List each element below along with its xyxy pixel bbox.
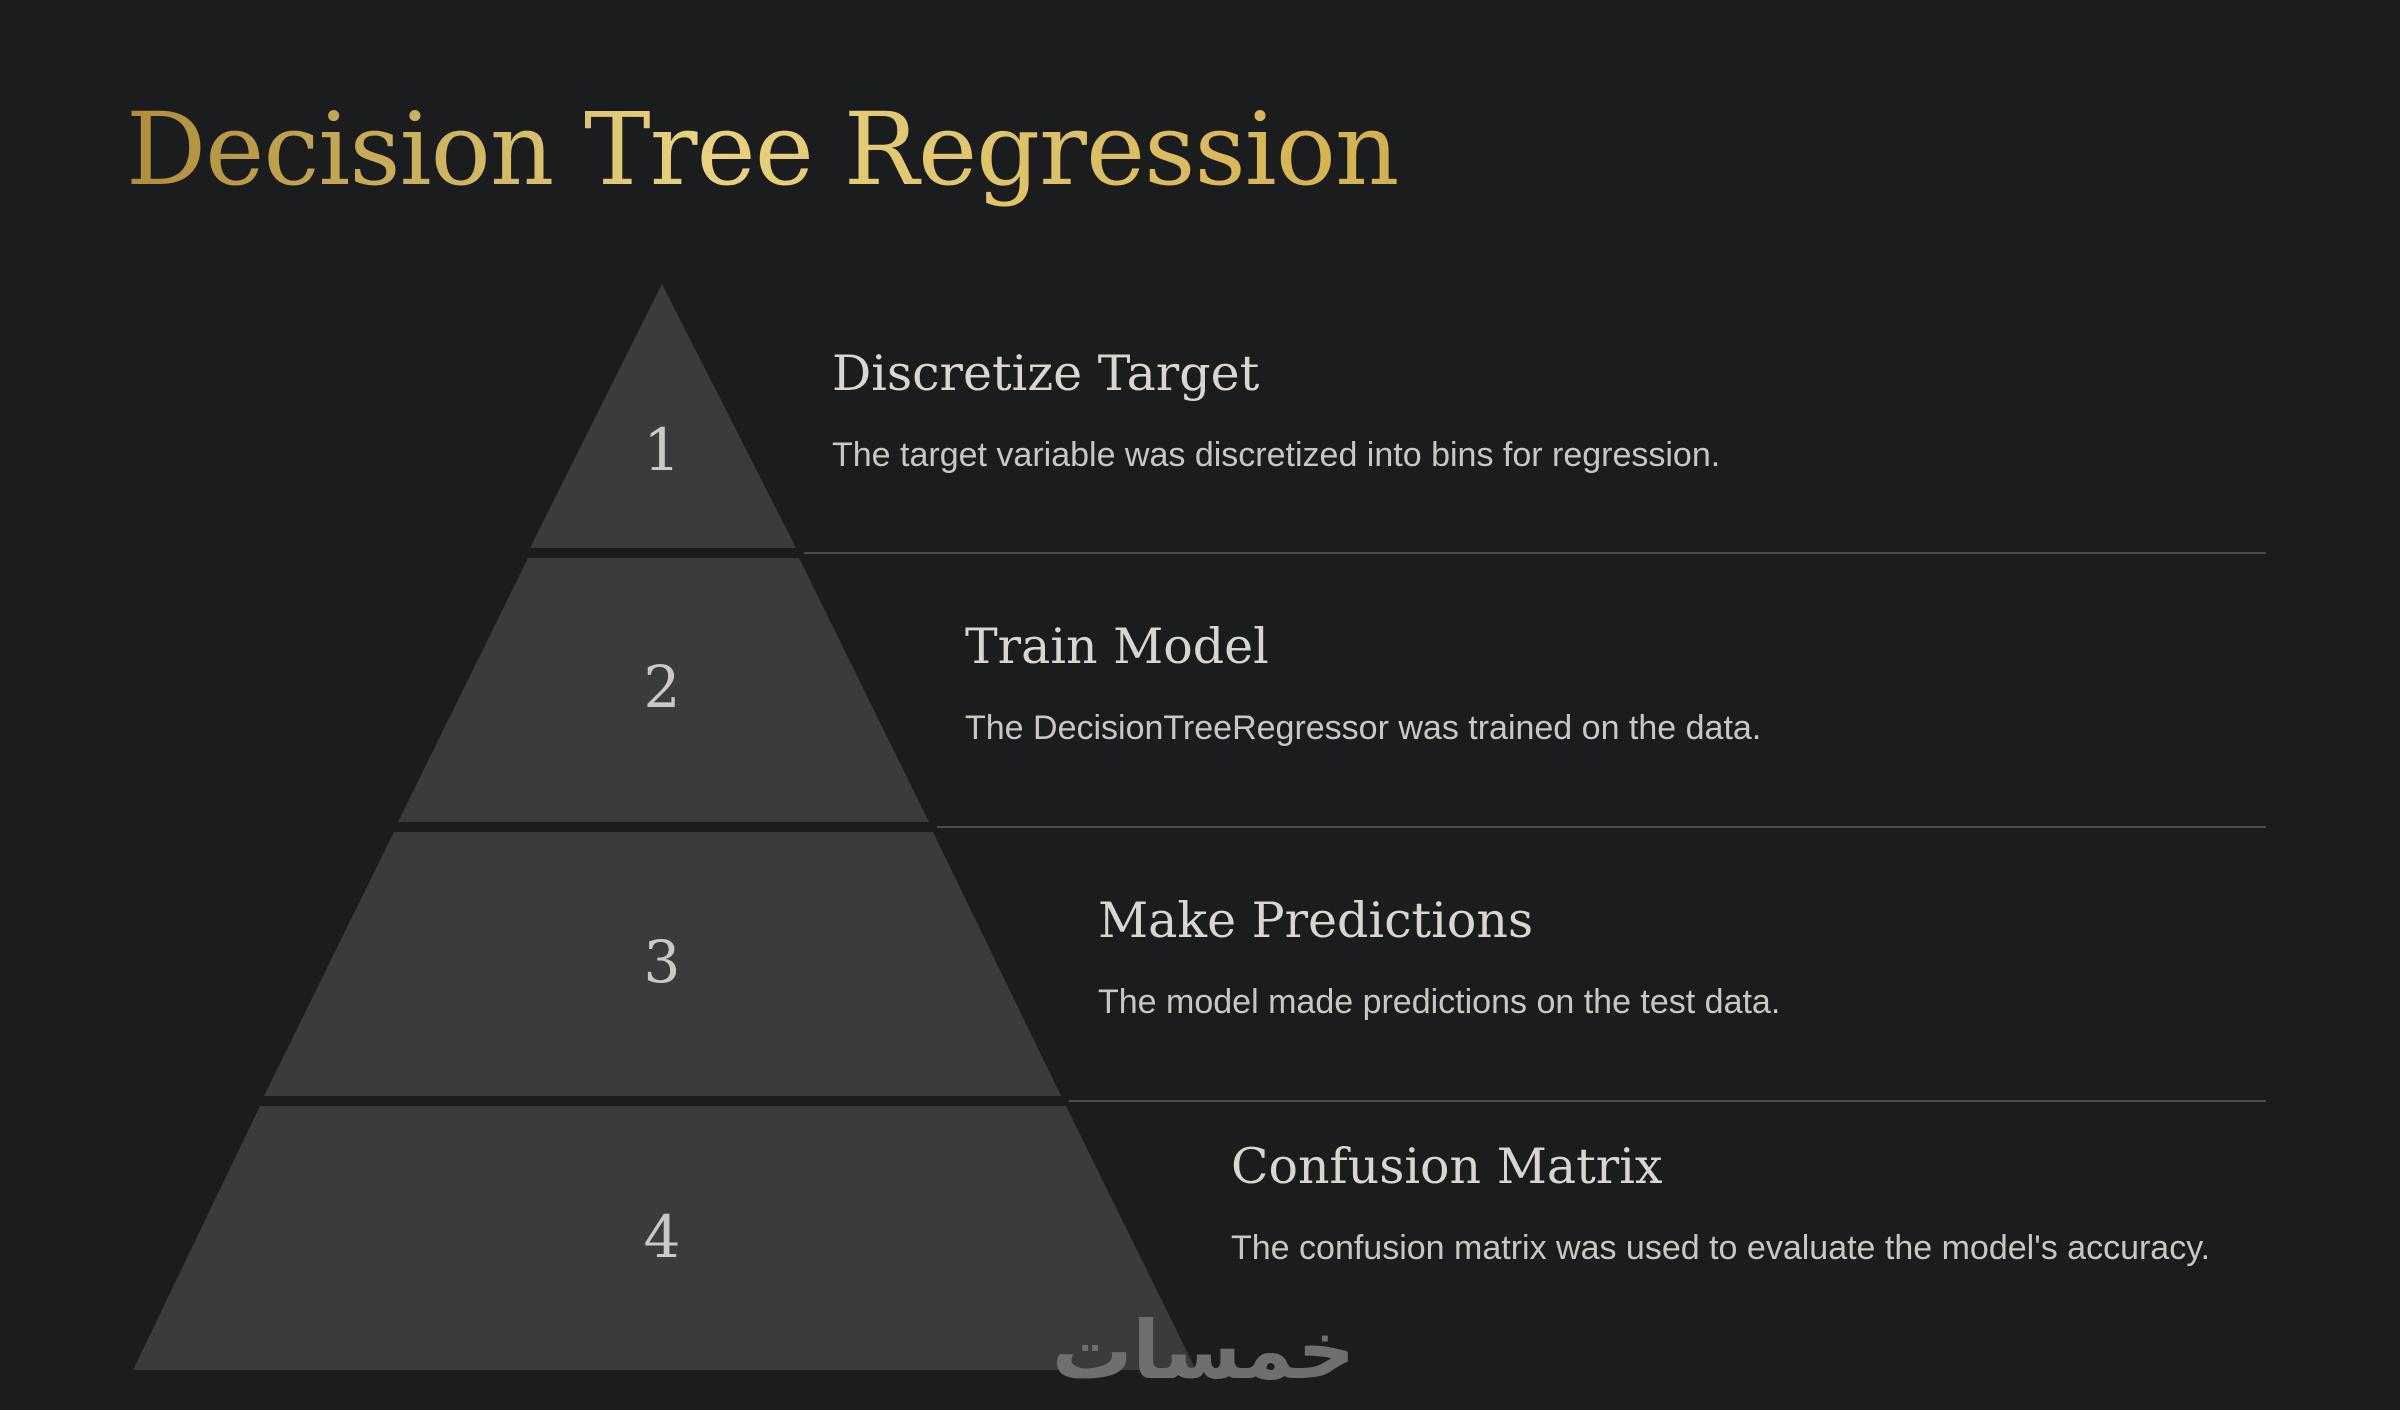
step-3: Make Predictions The model made predicti…: [1098, 891, 2098, 1031]
tier-number-3: 3: [644, 928, 681, 996]
tier-number-4: 4: [644, 1203, 681, 1271]
pyramid-tier-2: [398, 558, 929, 822]
step-title: Train Model: [965, 618, 1269, 675]
divider-1: [804, 552, 2266, 554]
divider-2: [937, 826, 2266, 828]
step-description: The DecisionTreeRegressor was trained on…: [965, 709, 1762, 747]
step-2: Train Model The DecisionTreeRegressor wa…: [965, 617, 1965, 757]
page-title: Decision Tree Regression: [126, 80, 1399, 220]
watermark-logo: خمسات: [1052, 1304, 1356, 1397]
step-description: The target variable was discretized into…: [832, 436, 1721, 474]
step-1: Discretize Target The target variable wa…: [832, 344, 1832, 484]
step-title: Confusion Matrix: [1231, 1138, 1663, 1195]
step-title: Discretize Target: [832, 345, 1260, 402]
tier-number-1: 1: [644, 416, 681, 484]
step-description: The confusion matrix was used to evaluat…: [1231, 1229, 2211, 1267]
pyramid-tier-4: [133, 1106, 1196, 1370]
pyramid-tier-3: [264, 832, 1061, 1096]
divider-3: [1069, 1100, 2266, 1102]
tier-number-2: 2: [644, 653, 681, 721]
pyramid-tier-1: [530, 284, 796, 548]
step-4: Confusion Matrix The confusion matrix wa…: [1231, 1137, 2266, 1277]
step-description: The model made predictions on the test d…: [1098, 983, 1781, 1021]
step-title: Make Predictions: [1098, 892, 1534, 949]
